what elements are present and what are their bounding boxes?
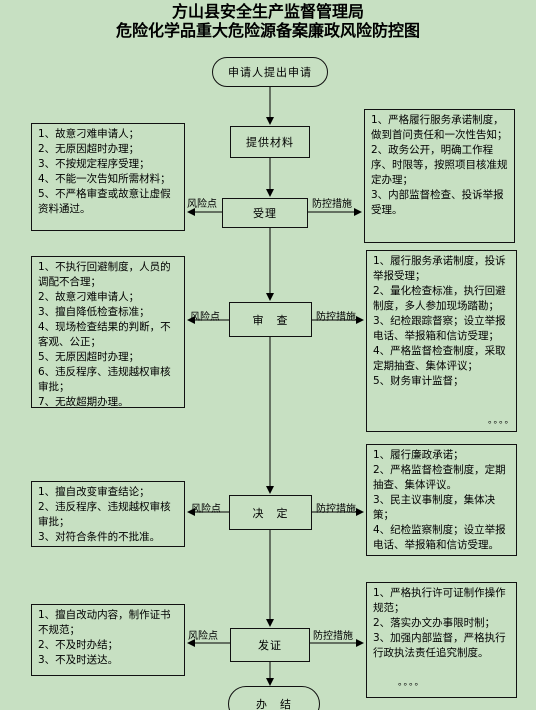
control-label-issue: 防控措施 [313,631,353,642]
risk-label-review: 风险点 [190,312,220,323]
step-end: 办 结 [228,686,320,710]
control-accept-item: 1、严格履行服务承诺制度，做到首问责任和一次性告知； [371,114,508,141]
control-issue-item: 2、落实办文办事限时制； [373,617,496,629]
risk-label-decide: 风险点 [191,504,221,515]
step-provide: 提供材料 [230,126,310,158]
risk-accept-item: 1、故意刁难申请人； [38,128,140,140]
risk-issue-item: 3、不及时送达。 [38,654,119,666]
risk-issue-item: 1、擅自改动内容，制作证书不规范； [38,609,171,636]
step-start: 申请人提出申请 [212,57,328,87]
control-label-review: 防控措施 [316,312,356,323]
control-box-accept: 1、严格履行服务承诺制度，做到首问责任和一次性告知； 2、政务公开，明确工作程序… [364,109,515,243]
control-review-item: 2、量化检查标准，执行回避制度，多人参加现场踏勘； [373,285,506,312]
control-label-decide: 防控措施 [316,504,356,515]
risk-decide-item: 1、擅自改变审查结论； [38,486,150,498]
risk-box-accept: 1、故意刁难申请人； 2、无原因超时办理； 3、不按规定程序受理； 4、不能一次… [31,123,185,231]
risk-box-review: 1、不执行回避制度，人员的调配不合理； 2、故意刁难申请人； 3、擅自降低检查标… [31,256,185,408]
risk-label-accept: 风险点 [187,199,217,210]
risk-review-item: 4、现场检查结果的判断，不客观、公正； [38,321,171,348]
risk-review-item: 6、违反程序、违规越权审核审批； [38,366,171,393]
control-decide-item: 3、民主议事制度，集体决策； [373,494,496,521]
control-box-decide: 1、履行廉政承诺； 2、严格监督检查制度，定期抽查、集体评议。 3、民主议事制度… [366,444,517,556]
control-decide-item: 2、严格监督检查制度，定期抽查、集体评议。 [373,464,506,491]
control-decide-item: 4、纪检监察制度；设立举报电话、举报箱和信访受理。 [373,524,506,551]
risk-review-item: 2、故意刁难申请人； [38,291,140,303]
risk-review-item: 3、擅自降低检查标准； [38,306,150,318]
risk-issue-item: 2、不及时办结； [38,639,119,651]
control-label-accept: 防控措施 [312,199,352,210]
title-line2: 危险化学品重大危险源备案廉政风险防控图 [115,21,420,40]
control-issue-item: 3、加强内部监督，严格执行行政执法责任追究制度。 [373,632,506,659]
risk-box-decide: 1、擅自改变审查结论； 2、违反程序、违规越权审核审批； 3、对符合条件的不批准… [31,481,185,547]
control-review-item: 3、纪检跟踪督察；设立举报电话、举报箱和信访受理； [373,315,506,342]
control-issue-item: 1、严格执行许可证制作操作规范； [373,587,506,614]
control-review-item: 5、财务审计监督； [373,375,464,387]
control-review-item: 1、履行服务承诺制度，投诉举报受理； [373,255,506,282]
risk-decide-item: 3、对符合条件的不批准。 [38,531,161,543]
control-box-review: 1、履行服务承诺制度，投诉举报受理； 2、量化检查标准，执行回避制度，多人参加现… [366,250,517,432]
control-box-issue: 1、严格执行许可证制作操作规范； 2、落实办文办事限时制； 3、加强内部监督，严… [366,582,517,698]
risk-review-item: 7、无故超期办理。 [38,396,129,408]
step-decide: 决 定 [229,495,312,530]
risk-accept-item: 5、不严格审查或故意让虚假资料通过。 [38,188,171,215]
control-decide-item: 1、履行廉政承诺； [373,449,464,461]
step-review: 审 查 [229,302,312,337]
control-review-item: 4、严格监督检查制度，采取定期抽查、集体评议； [373,345,506,372]
control-accept-item: 3、内部监督检查、投诉举报受理。 [371,189,504,216]
control-review-dots: 。。。。 [488,416,515,426]
risk-review-item: 5、无原因超时办理； [38,351,140,363]
step-issue: 发证 [230,628,310,662]
risk-decide-item: 2、违反程序、违规越权审核审批； [38,501,171,528]
control-issue-dots: 。。。。 [398,678,425,688]
risk-accept-item: 3、不按规定程序受理； [38,158,150,170]
control-accept-item: 2、政务公开，明确工作程序、时限等，按照项目核准规定办理； [371,144,508,186]
risk-accept-item: 4、不能一次告知所需材料； [38,173,171,185]
step-accept: 受理 [222,198,308,228]
risk-review-item: 1、不执行回避制度，人员的调配不合理； [38,261,171,288]
risk-box-issue: 1、擅自改动内容，制作证书不规范； 2、不及时办结； 3、不及时送达。 [31,604,185,676]
risk-accept-item: 2、无原因超时办理； [38,143,140,155]
title-line1: 方山县安全生产监督管理局 [171,2,364,21]
risk-label-issue: 风险点 [188,631,218,642]
